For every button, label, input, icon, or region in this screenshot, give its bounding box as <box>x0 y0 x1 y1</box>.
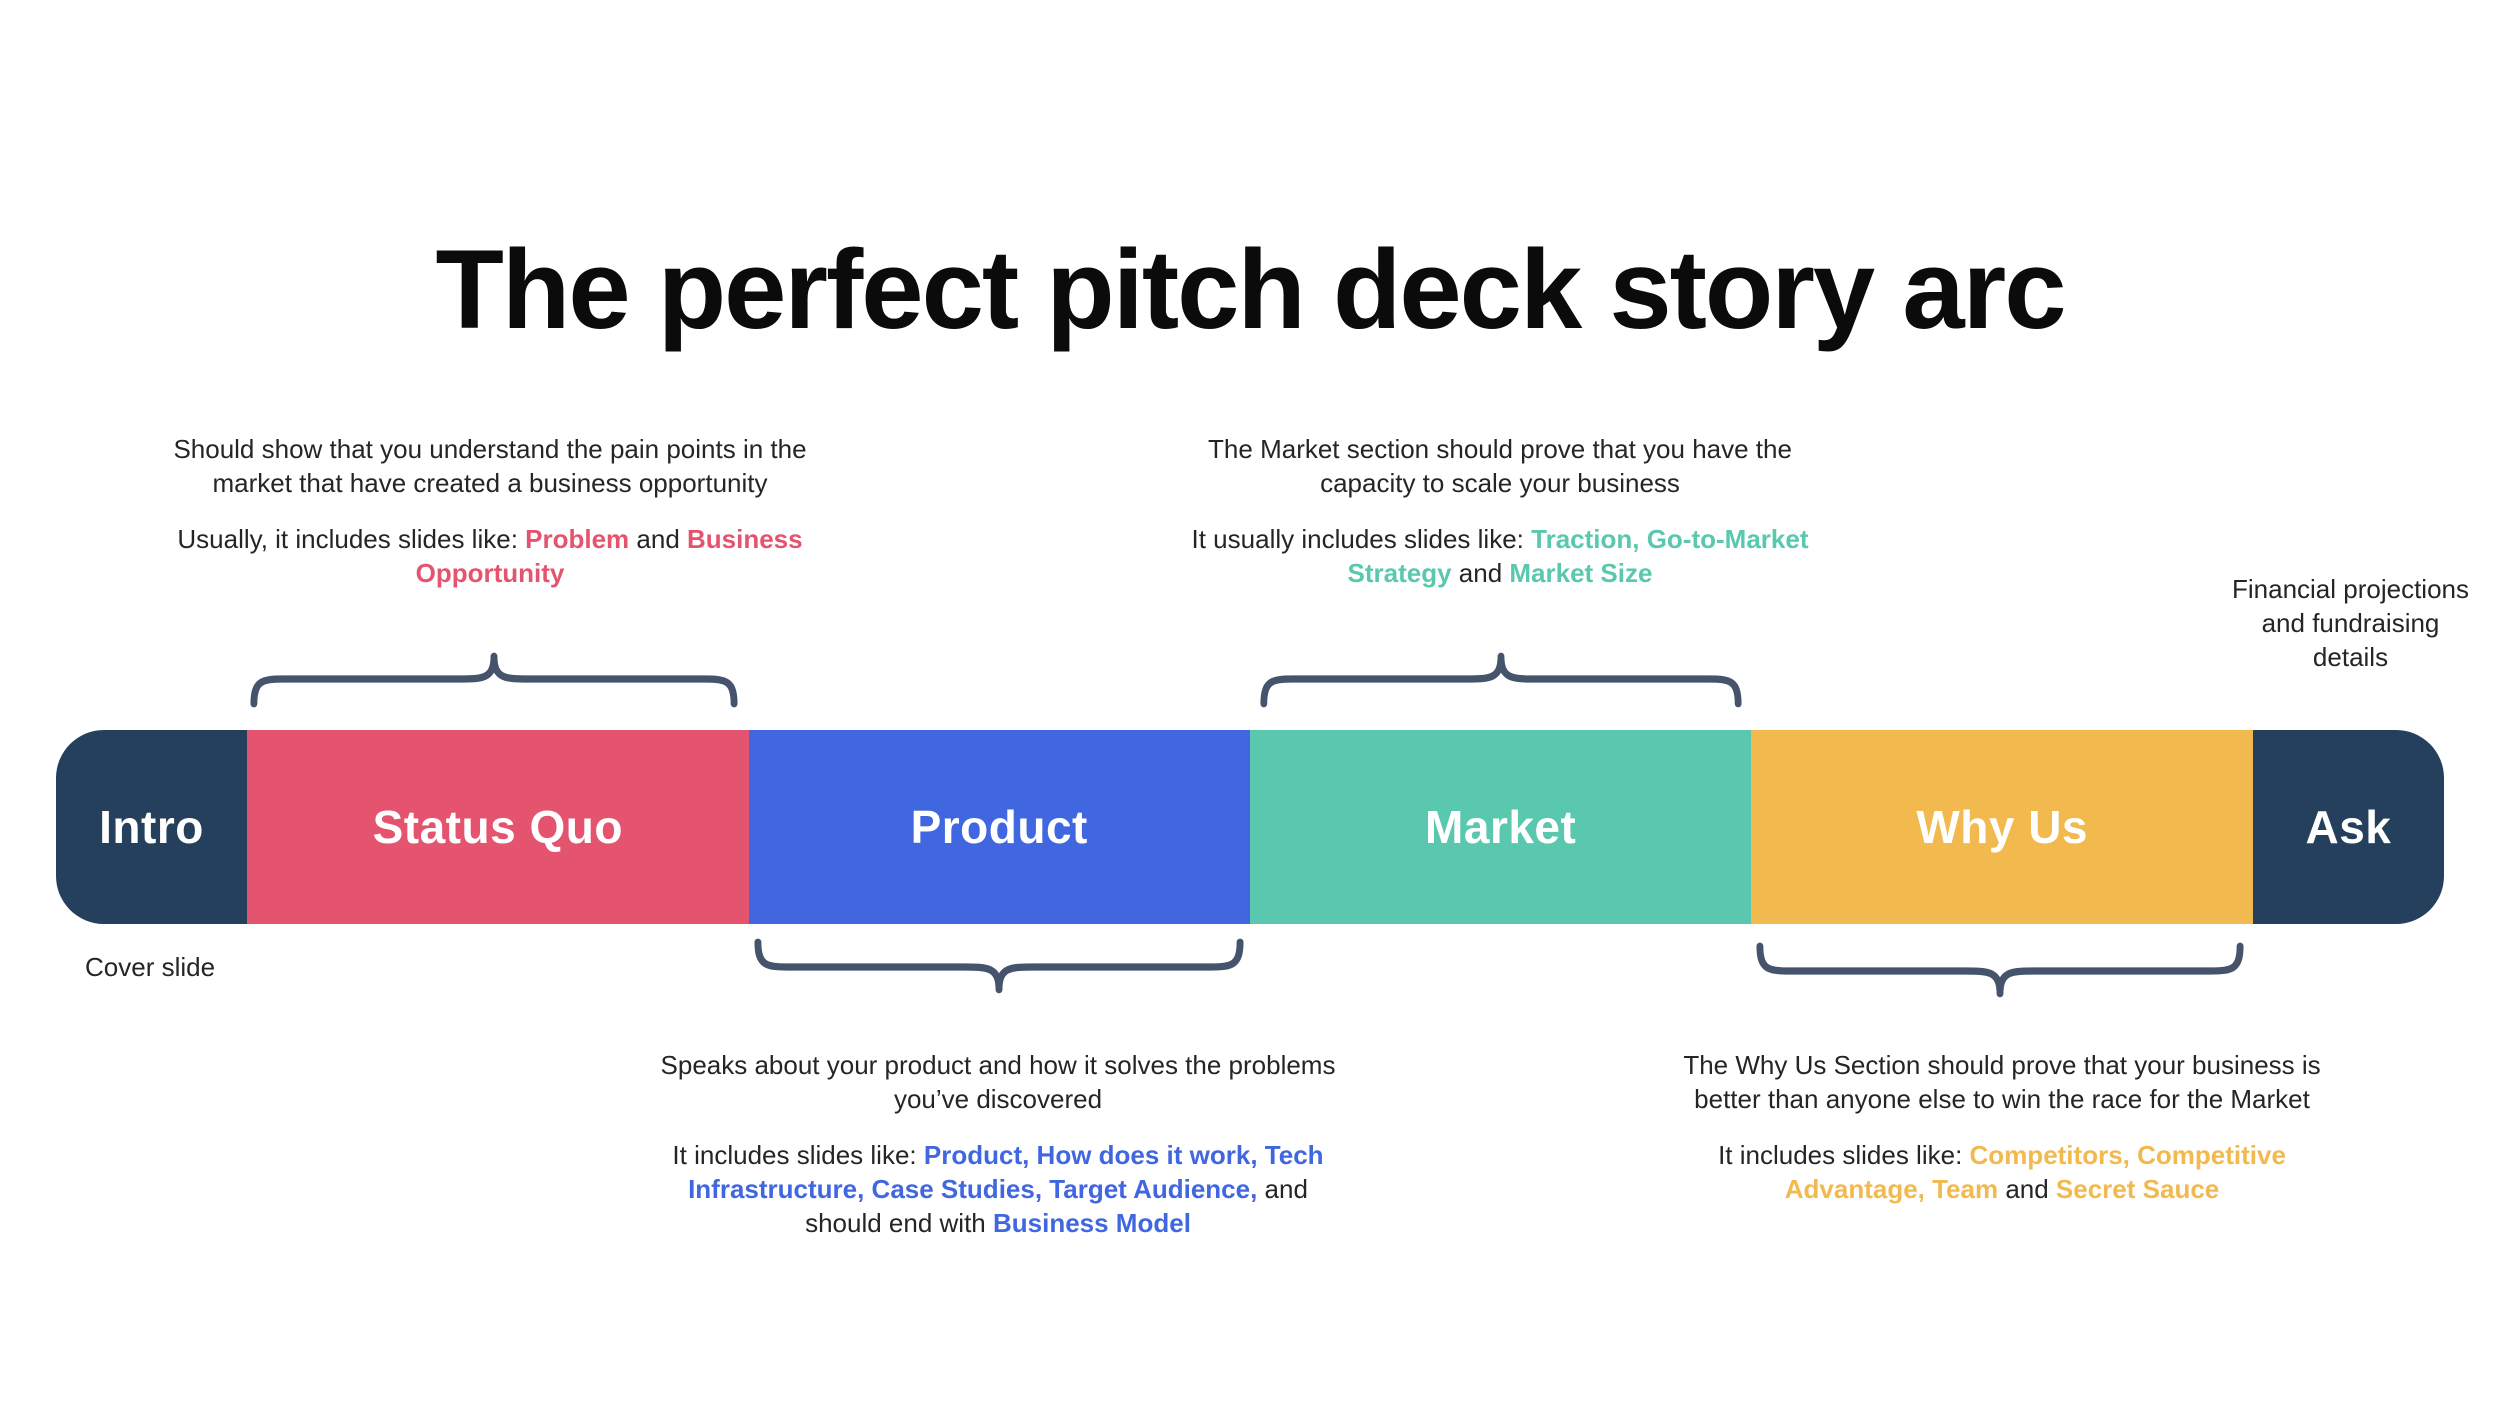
curly-brace-icon <box>1260 652 1742 708</box>
highlight-secret-sauce: Secret Sauce <box>2055 1174 2220 1204</box>
text-part: It includes slides like: <box>1718 1140 1970 1170</box>
market-annotation: The Market section should prove that you… <box>1190 432 1810 590</box>
highlight-competitors-team: Competitors, Competitive Advantage, Team <box>1784 1140 2286 1204</box>
segment-product: Product <box>748 730 1250 924</box>
status-quo-slides: Usually, it includes slides like: Proble… <box>140 522 840 590</box>
ask-annotation: Financial projections and fundraising de… <box>2231 574 2469 672</box>
page-title: The perfect pitch deck story arc <box>435 227 2066 353</box>
text-part: Usually, it includes slides like: <box>177 524 526 554</box>
segment-market: Market <box>1249 730 1752 924</box>
curly-brace-icon <box>1756 942 2244 998</box>
why-us-description: The Why Us Section should prove that you… <box>1683 1050 2321 1114</box>
status-quo-description: Should show that you understand the pain… <box>173 434 807 498</box>
product-slides: It includes slides like: Product, How do… <box>658 1138 1338 1240</box>
brace-status-quo <box>248 648 740 710</box>
why-us-slides: It includes slides like: Competitors, Co… <box>1662 1138 2342 1206</box>
product-description: Speaks about your product and how it sol… <box>660 1050 1336 1114</box>
status-quo-annotation: Should show that you understand the pain… <box>140 432 840 590</box>
text-part: It usually includes slides like: <box>1191 524 1532 554</box>
text-part: It includes slides like: <box>672 1140 924 1170</box>
highlight-market-size: Market Size <box>1509 558 1653 588</box>
segment-why-us: Why Us <box>1751 730 2253 924</box>
why-us-annotation: The Why Us Section should prove that you… <box>1662 1048 2342 1206</box>
segment-label: Intro <box>99 801 204 853</box>
segment-ask: Ask <box>2252 730 2444 924</box>
text-part: and should end with <box>805 1174 1308 1238</box>
segment-label: Ask <box>2305 801 2392 853</box>
segment-label: Why Us <box>1916 801 2089 853</box>
segment-label: Product <box>910 801 1088 853</box>
text-part: and <box>1998 1174 2056 1204</box>
brace-why-us <box>1754 940 2246 1002</box>
highlight-business-opportunity: Business Opportunity <box>415 524 803 588</box>
text-part: and <box>629 524 687 554</box>
segment-label: Market <box>1425 801 1577 853</box>
market-description: The Market section should prove that you… <box>1208 434 1792 498</box>
highlight-traction-gtm: Traction, Go-to-Market Strategy <box>1347 524 1809 588</box>
story-arc-bar: Intro Status Quo Product Market Why Us A… <box>56 730 2444 924</box>
segment-label: Status Quo <box>372 801 623 853</box>
brace-market <box>1258 648 1744 710</box>
highlight-business-model: Business Model <box>992 1208 1191 1238</box>
market-slides: It usually includes slides like: Tractio… <box>1190 522 1810 590</box>
highlight-problem: Problem <box>525 524 630 554</box>
curly-brace-icon <box>250 652 738 708</box>
highlight-product-slides: Product, How does it work, Tech Infrastr… <box>688 1140 1324 1204</box>
segment-intro: Intro <box>56 730 248 924</box>
product-annotation: Speaks about your product and how it sol… <box>658 1048 1338 1240</box>
brace-product <box>752 936 1246 998</box>
cover-slide-note: Cover slide <box>85 952 216 982</box>
text-part: and <box>1451 558 1510 588</box>
segment-status-quo: Status Quo <box>247 730 749 924</box>
curly-brace-icon <box>754 938 1244 994</box>
